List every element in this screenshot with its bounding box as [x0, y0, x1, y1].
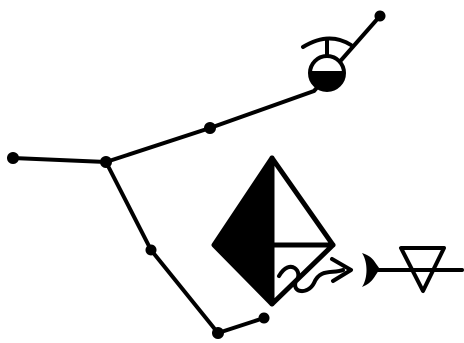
node-dot	[7, 152, 19, 164]
node-dot	[375, 11, 386, 22]
bow-symbol	[362, 253, 396, 287]
top-plummet-symbol	[303, 38, 351, 90]
node-dot	[100, 156, 112, 168]
inverted-triangle-symbol	[396, 248, 462, 291]
node-dot	[146, 245, 157, 256]
node-dot	[259, 313, 270, 324]
node-dot	[204, 122, 216, 134]
node-dot	[212, 327, 224, 339]
